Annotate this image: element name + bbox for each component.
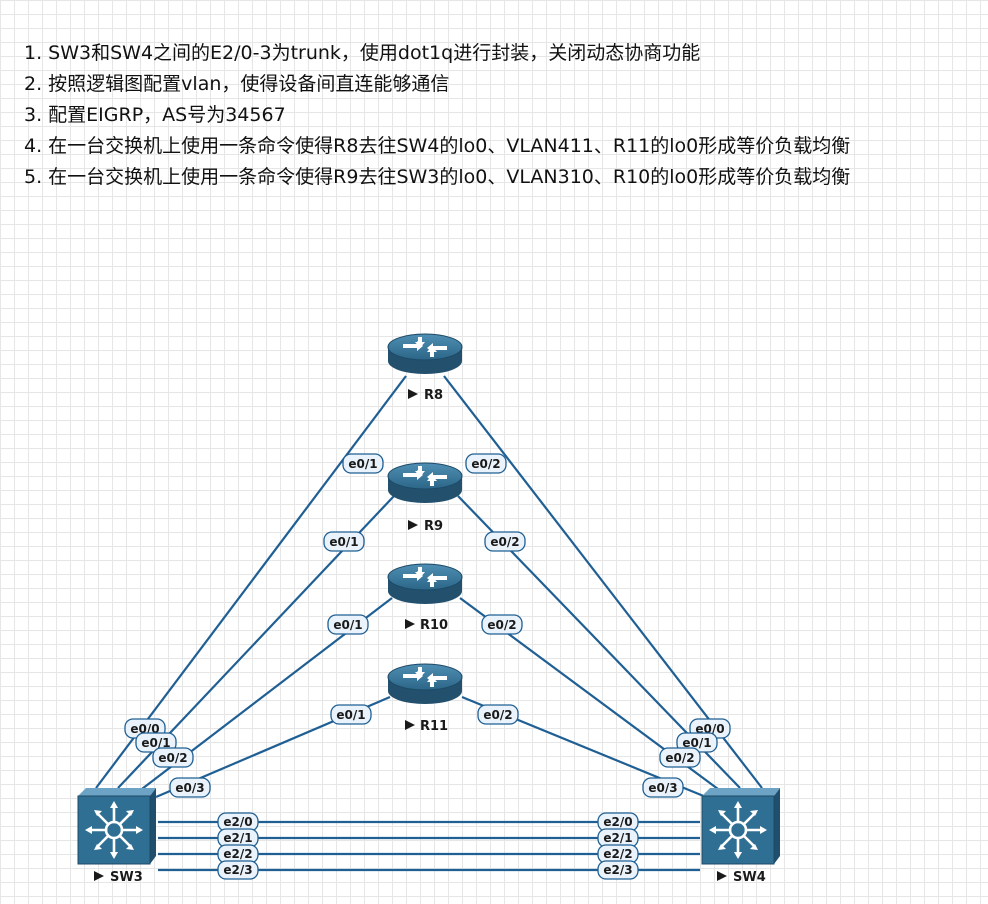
- device-labels: R8 R9 R10 R11 SW3 SW4: [94, 388, 766, 885]
- port-label: e2/2: [217, 844, 259, 864]
- play-icon: [405, 720, 415, 730]
- port-label: e2/0: [597, 812, 639, 832]
- layer3-switch-icon: [76, 786, 158, 866]
- svg-text:e0/3: e0/3: [648, 781, 677, 795]
- task-item: 4. 在一台交换机上使用一条命令使得R8去往SW4的lo0、VLAN411、R1…: [24, 135, 851, 157]
- router-icon: [387, 563, 463, 605]
- router-r9[interactable]: [387, 462, 463, 504]
- svg-text:e0/2: e0/2: [487, 618, 516, 632]
- device-name-sw3: SW3: [110, 870, 143, 885]
- port-label: e0/1: [323, 531, 365, 552]
- task-item: 1. SW3和SW4之间的E2/0-3为trunk，使用dot1q进行封装，关闭…: [24, 42, 701, 64]
- play-icon: [405, 619, 415, 629]
- play-icon: [408, 389, 418, 399]
- svg-text:e2/3: e2/3: [603, 863, 632, 877]
- port-label: e2/1: [597, 828, 639, 848]
- port-label: e0/2: [465, 453, 507, 474]
- port-label: e0/3: [169, 777, 211, 798]
- port-label: e0/2: [659, 747, 701, 768]
- port-label: e2/0: [217, 812, 259, 832]
- svg-text:e0/2: e0/2: [665, 751, 694, 765]
- play-icon: [717, 871, 727, 881]
- port-label: e0/2: [477, 704, 519, 725]
- port-label: e2/3: [597, 860, 639, 880]
- svg-text:e2/0: e2/0: [223, 815, 252, 829]
- svg-text:e2/1: e2/1: [603, 831, 632, 845]
- router-icon: [387, 333, 463, 375]
- device-label-r11: R11: [405, 719, 448, 734]
- svg-text:e0/2: e0/2: [483, 708, 512, 722]
- device-name-sw4: SW4: [733, 870, 766, 885]
- device-name-r8: R8: [424, 388, 443, 403]
- switch-sw4[interactable]: [700, 786, 782, 866]
- device-name-r9: R9: [424, 519, 443, 534]
- play-icon: [408, 520, 418, 530]
- svg-text:e0/1: e0/1: [336, 708, 365, 722]
- port-label: e0/2: [152, 747, 194, 768]
- router-r8[interactable]: [387, 333, 463, 375]
- port-label: e2/2: [597, 844, 639, 864]
- svg-text:e0/2: e0/2: [158, 751, 187, 765]
- svg-text:e0/2: e0/2: [471, 457, 500, 471]
- router-icon: [387, 462, 463, 504]
- port-label: e0/2: [481, 614, 523, 635]
- svg-text:e2/2: e2/2: [223, 847, 252, 861]
- task-item: 3. 配置EIGRP，AS号为34567: [24, 104, 286, 126]
- port-label: e2/1: [217, 828, 259, 848]
- task-item: 2. 按照逻辑图配置vlan，使得设备间直连能够通信: [24, 73, 450, 95]
- svg-text:e0/1: e0/1: [141, 736, 170, 750]
- svg-text:e0/2: e0/2: [490, 535, 519, 549]
- port-label: e0/1: [135, 732, 177, 753]
- svg-text:e0/1: e0/1: [333, 618, 362, 632]
- svg-text:e0/1: e0/1: [682, 736, 711, 750]
- port-label: e0/1: [342, 453, 384, 474]
- svg-text:e2/2: e2/2: [603, 847, 632, 861]
- play-icon: [94, 871, 104, 881]
- task-list: 1. SW3和SW4之间的E2/0-3为trunk，使用dot1q进行封装，关闭…: [24, 38, 850, 193]
- svg-text:e2/3: e2/3: [223, 863, 252, 877]
- device-label-sw3: SW3: [94, 870, 143, 885]
- device-name-r10: R10: [420, 618, 448, 633]
- svg-text:e0/1: e0/1: [329, 535, 358, 549]
- router-r10[interactable]: [387, 563, 463, 605]
- svg-text:e2/1: e2/1: [223, 831, 252, 845]
- svg-text:e0/3: e0/3: [175, 781, 204, 795]
- device-label-r9: R9: [408, 519, 443, 534]
- task-item: 5. 在一台交换机上使用一条命令使得R9去往SW3的lo0、VLAN310、R1…: [24, 166, 851, 188]
- router-icon: [387, 663, 463, 705]
- switch-sw3[interactable]: [76, 786, 158, 866]
- port-label: e2/3: [217, 860, 259, 880]
- port-label: e0/3: [642, 777, 684, 798]
- port-label: e0/1: [327, 614, 369, 635]
- svg-text:e0/1: e0/1: [348, 457, 377, 471]
- port-label: e0/1: [330, 704, 372, 725]
- device-label-r8: R8: [408, 388, 443, 403]
- device-label-r10: R10: [405, 618, 448, 633]
- svg-text:e2/0: e2/0: [603, 815, 632, 829]
- router-r11[interactable]: [387, 663, 463, 705]
- layer3-switch-icon: [700, 786, 782, 866]
- port-labels: e0/1 e0/2 e0/1 e0/2 e0/1 e0/2 e0/1 e0/2 …: [124, 453, 731, 880]
- port-label: e0/2: [484, 531, 526, 552]
- device-name-r11: R11: [420, 719, 448, 734]
- device-label-sw4: SW4: [717, 870, 766, 885]
